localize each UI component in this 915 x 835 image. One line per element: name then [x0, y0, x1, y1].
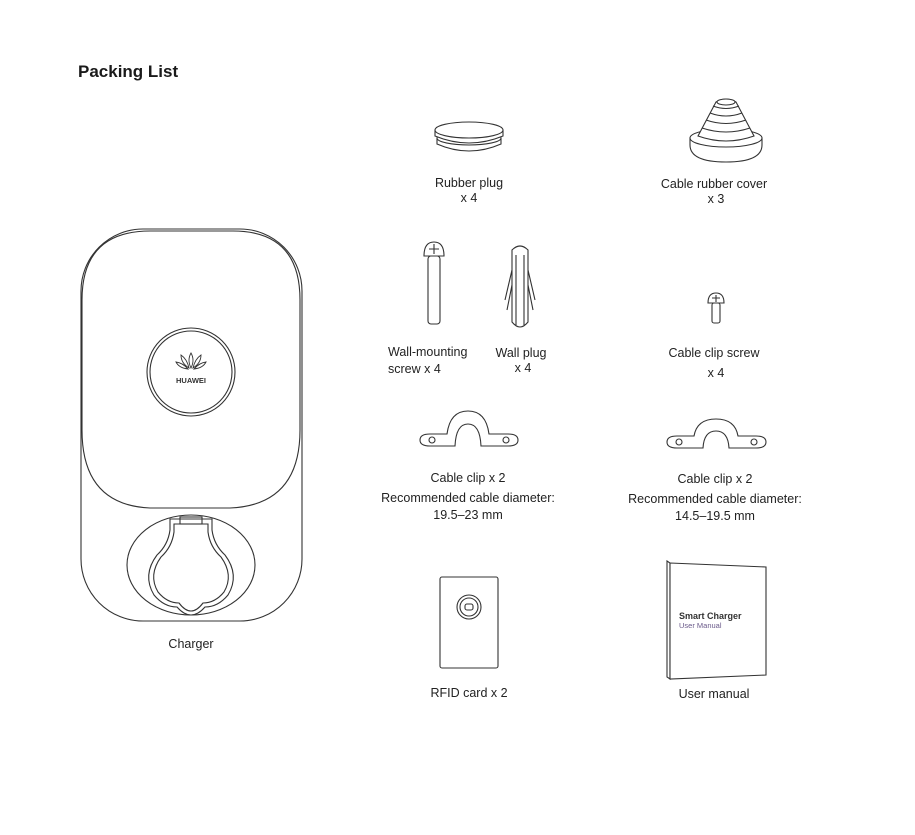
- svg-text:HUAWEI: HUAWEI: [176, 376, 206, 385]
- charger-illustration: HUAWEI: [80, 228, 303, 622]
- rfid-card-illustration: [439, 576, 499, 669]
- cable-clip-screw-label: Cable clip screw: [668, 346, 760, 360]
- cable-clip-large-note: Recommended cable diameter:: [381, 491, 555, 505]
- cable-clip-screw-qty: x 4: [707, 366, 725, 380]
- cable-rubber-cover-label: Cable rubber cover: [660, 177, 768, 191]
- user-manual-illustration: Smart Charger User Manual: [666, 559, 767, 681]
- wall-mounting-screw-label: Wall-mounting: [388, 345, 468, 359]
- wall-mounting-screw-qty: screw x 4: [388, 362, 441, 376]
- manual-cover-title: Smart Charger: [679, 611, 742, 621]
- cable-clip-small-illustration: [666, 418, 767, 449]
- rubber-plug-label: Rubber plug: [434, 176, 504, 190]
- huawei-logo-icon: HUAWEI: [175, 352, 207, 385]
- wall-plug-illustration: [504, 245, 536, 328]
- wall-plug-label: Wall plug: [495, 346, 547, 360]
- wall-plug-qty: x 4: [514, 361, 532, 375]
- cable-clip-large-range: 19.5–23 mm: [433, 508, 503, 522]
- page-title: Packing List: [78, 62, 179, 81]
- charger-label: Charger: [168, 637, 214, 651]
- cable-clip-small-range: 14.5–19.5 mm: [675, 509, 755, 523]
- rfid-card-label: RFID card x 2: [430, 686, 508, 700]
- manual-cover-subtitle: User Manual: [679, 621, 722, 630]
- cable-clip-large-label: Cable clip x 2: [430, 471, 506, 485]
- cable-clip-screw-illustration: [707, 292, 725, 324]
- rubber-plug-qty: x 4: [460, 191, 478, 205]
- cable-rubber-cover-illustration: [689, 98, 763, 163]
- rubber-plug-illustration: [434, 121, 504, 152]
- cable-clip-large-illustration: [419, 410, 519, 447]
- cable-rubber-cover-qty: x 3: [707, 192, 725, 206]
- cable-clip-small-note: Recommended cable diameter:: [628, 492, 802, 506]
- user-manual-label: User manual: [678, 687, 750, 701]
- wall-mounting-screw-illustration: [423, 241, 445, 325]
- cable-clip-small-label: Cable clip x 2: [677, 472, 753, 486]
